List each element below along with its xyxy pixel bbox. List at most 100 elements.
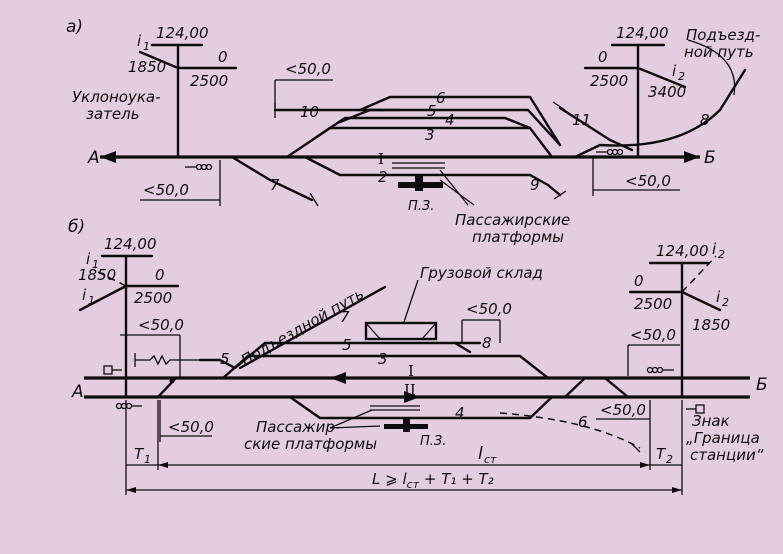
siding-leader xyxy=(687,39,736,96)
slope-sub-left-b-2: 1 xyxy=(88,294,95,307)
platforms-label-2: платформы xyxy=(472,228,564,246)
track-label-2: 2 xyxy=(378,168,388,186)
elevation-right-a: 124,00 xyxy=(616,24,669,42)
border-sign-2: „Граница xyxy=(686,429,760,447)
track-label-6: 6 xyxy=(436,89,446,107)
end-label-a: А xyxy=(71,382,84,402)
track-3 xyxy=(285,126,554,159)
warehouse-label: Грузовой склад xyxy=(420,264,543,282)
grade-value-b5: <50,0 xyxy=(600,401,646,419)
end-label-b: Б xyxy=(756,375,768,395)
length-right-left-b: 2500 xyxy=(134,289,172,307)
platform-abbr: П.З. xyxy=(420,434,446,449)
grade-indicator-left-b: 124,00 i 1 1850 i 1 0 2500 xyxy=(78,235,180,399)
track-5 xyxy=(233,341,472,370)
end-label-b: Б xyxy=(704,148,716,168)
track-label-4: 4 xyxy=(445,111,455,129)
track-label-I: I xyxy=(408,362,414,380)
track-4 xyxy=(316,116,532,138)
part-a-marker: а) xyxy=(66,17,83,37)
dim-T2: T xyxy=(656,445,667,463)
grade-label-1: Уклоноука- xyxy=(72,88,161,106)
length-left-b: 1850 xyxy=(78,266,116,284)
station-tracks-a xyxy=(230,39,747,207)
track-11-stop xyxy=(552,101,566,111)
track-label-8: 8 xyxy=(700,111,710,129)
elevation-left-a: 124,00 xyxy=(156,24,209,42)
siding-label-1: Подъезд- xyxy=(686,26,760,44)
grade-value-b4: <50,0 xyxy=(630,326,676,344)
grade-value-b1: <50,0 xyxy=(138,316,184,334)
warehouse-leader xyxy=(403,279,419,323)
track-9-stop xyxy=(553,190,567,200)
track-7-stop xyxy=(309,192,319,207)
part-a: а) А Б I 2 3 4 5 xyxy=(66,17,760,246)
track-6 xyxy=(198,358,237,370)
length-left-right-a: 2500 xyxy=(590,72,628,90)
length-right-right-a: 3400 xyxy=(648,83,686,101)
track-label-7: 7 xyxy=(270,176,280,194)
end-label-a: А xyxy=(87,148,100,168)
track-7-stop xyxy=(631,443,641,453)
track-7 xyxy=(230,155,314,202)
grade-dim-9-b: <50,0 xyxy=(462,300,512,343)
dim-lst: l xyxy=(478,444,483,464)
slope-symbol-right-b: i xyxy=(712,240,717,258)
grade-dim-right-b-upper: <50,0 xyxy=(627,326,680,376)
grade-dim-lower-right-a: <50,0 xyxy=(592,148,680,196)
grade-indicator-right-b: 124,00 0 2500 i 2 i 2 1850 xyxy=(628,240,730,399)
grade-indicator-right-a: 124,00 0 2500 i 2 3400 xyxy=(583,24,687,159)
platform-leader-1 xyxy=(439,169,469,206)
grade-value-a1: <50,0 xyxy=(285,60,331,78)
building-marker xyxy=(403,418,410,432)
track-label-10: 10 xyxy=(300,103,319,121)
formula: L ⩾ lст + T₁ + T₂ xyxy=(372,470,494,491)
track-label-9: 9 xyxy=(530,176,540,194)
siding-label-2: ной путь xyxy=(684,43,754,61)
track-label-11: 11 xyxy=(572,111,591,129)
arrow-left-icon xyxy=(330,372,346,384)
slope-symbol-right-a: i xyxy=(672,62,677,80)
platform-abbr: П.З. xyxy=(408,199,434,214)
track-label-6: 5 xyxy=(220,350,230,368)
track-label-3: 3 xyxy=(378,350,388,368)
grade-value-a2: <50,0 xyxy=(143,181,189,199)
grade-dim-right-b-lower: <50,0 xyxy=(596,400,651,434)
length-right-left-a: 2500 xyxy=(190,72,228,90)
grade-dim-lower-left-a: <50,0 xyxy=(140,160,221,206)
border-sign-1: Знак xyxy=(692,412,730,430)
slope-sub-left-a: 1 xyxy=(143,40,150,53)
dimensions-b: T 1 T 2 l ст L ⩾ lст + T₁ + T₂ xyxy=(125,400,683,495)
grade-dim-left-b-lower: <50,0 xyxy=(159,400,214,442)
track-label-I: I xyxy=(378,150,384,168)
crossover-right-2 xyxy=(603,376,630,399)
arrow-right-icon xyxy=(684,151,700,163)
track-11 xyxy=(558,106,634,152)
track-label-4: 4 xyxy=(455,404,465,422)
length-left-a: 1850 xyxy=(128,58,166,76)
grade-dim-upper-a: <50,0 xyxy=(274,60,333,108)
track-label-8: 7 xyxy=(340,308,350,326)
grade-dim-left-b-upper: <50,0 xyxy=(120,316,184,378)
grade-indicator-left-a: 124,00 i 1 1850 0 2500 Уклоноука- затель xyxy=(72,24,238,159)
platforms-label-1: Пассажир- xyxy=(256,418,340,436)
platform-leader-1 xyxy=(329,409,373,429)
track-label-5: 5 xyxy=(342,336,352,354)
dim-T2-sub: 2 xyxy=(666,453,673,466)
track-label-9: 8 xyxy=(482,334,492,352)
slope-sub-left-b: 1 xyxy=(92,258,99,271)
signal-left-b xyxy=(103,365,175,410)
grade-value-a3: <50,0 xyxy=(625,172,671,190)
slope-zero-left-a: 0 xyxy=(218,48,228,66)
track-4 xyxy=(288,395,554,420)
length-left-right-b: 2500 xyxy=(634,295,672,313)
slope-symbol-right-b-2: i xyxy=(716,288,721,306)
track-label-II: II xyxy=(404,381,416,399)
slope-symbol-left-b: i xyxy=(86,250,91,268)
track-6 xyxy=(358,95,562,147)
elevation-left-b: 124,00 xyxy=(104,235,157,253)
grade-label-2: затель xyxy=(86,105,140,123)
station-tracks-b xyxy=(134,285,641,453)
track-6-spring xyxy=(135,354,200,366)
